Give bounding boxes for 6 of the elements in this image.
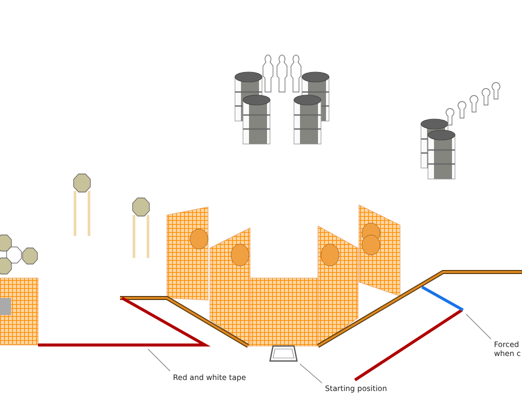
leader-line <box>300 364 322 384</box>
leader-line <box>148 348 170 372</box>
barrier-line <box>421 286 464 312</box>
leader-line <box>466 314 492 340</box>
tape-line <box>38 296 211 346</box>
starting-box <box>269 345 298 362</box>
